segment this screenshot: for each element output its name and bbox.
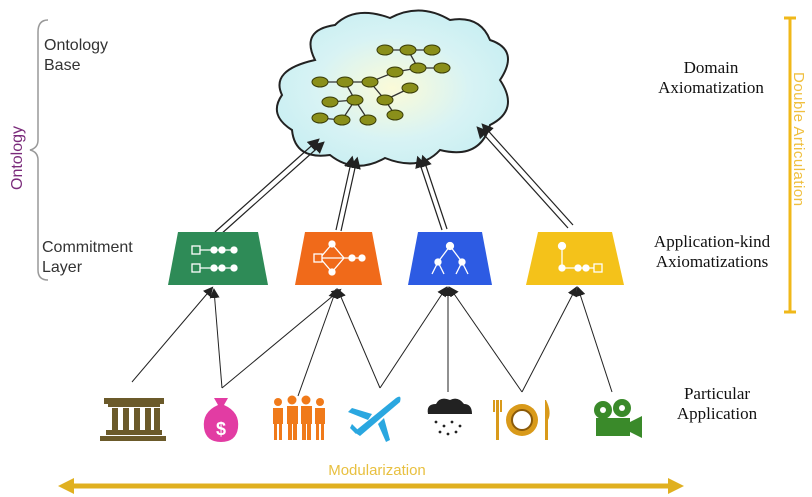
application-kind-label: Application-kind Axiomatizations	[653, 232, 771, 271]
airplane-icon	[348, 396, 401, 442]
domain-axiomatization-label: Domain Axiomatization	[658, 58, 764, 97]
movie-camera-icon	[594, 399, 642, 438]
ontology-nodes	[311, 44, 451, 126]
commitment-yellow	[526, 232, 624, 285]
ontology-base-label: Ontology Base	[44, 37, 109, 74]
commitment-green	[168, 232, 268, 285]
svg-text:$: $	[216, 419, 226, 439]
bank-icon	[100, 398, 166, 441]
commitment-layer-label: Commitment Layer	[42, 239, 133, 276]
ontology-cloud	[275, 9, 509, 167]
modularization-label: Modularization	[328, 462, 426, 479]
ontology-bracket	[29, 19, 49, 281]
people-icon	[273, 395, 325, 440]
commitment-orange	[295, 232, 382, 285]
modularization-arrow	[58, 478, 684, 494]
commitment-to-cloud-arrows	[214, 123, 574, 236]
commitment-blue	[408, 232, 492, 285]
particular-application-label: Particular Application	[676, 384, 758, 423]
dining-icon	[493, 400, 550, 440]
weather-icon	[427, 398, 472, 436]
money-bag-icon: $	[203, 398, 239, 442]
double-articulation-label: Double Articulation	[790, 72, 807, 207]
application-arrows	[131, 286, 613, 397]
